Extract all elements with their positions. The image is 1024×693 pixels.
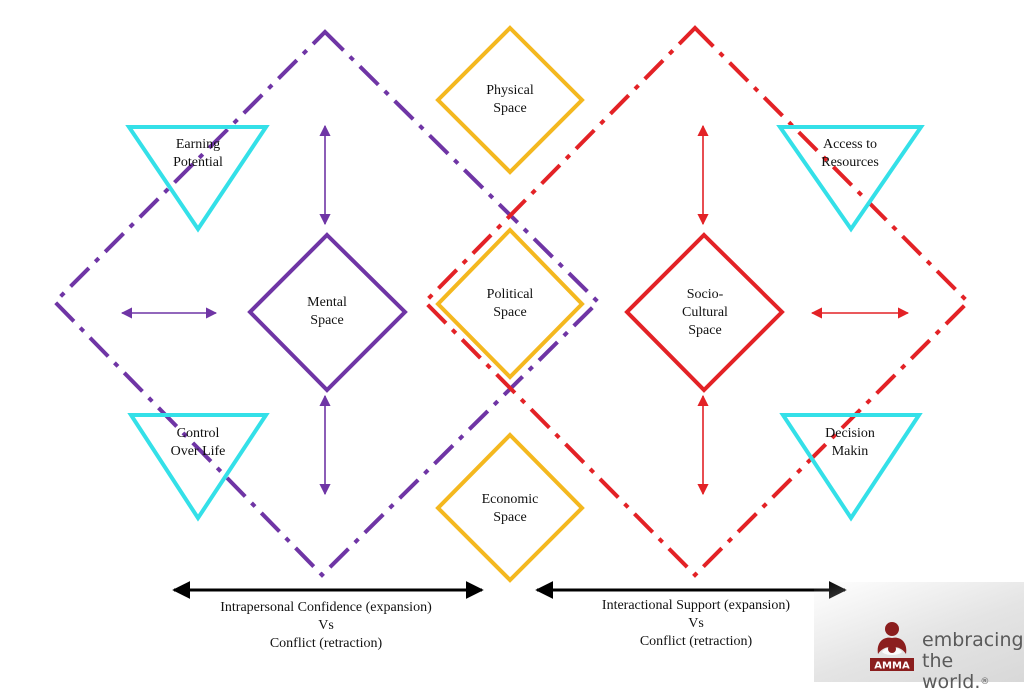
interactional-boundary-diamond bbox=[422, 25, 971, 578]
socio-cultural-space-diamond bbox=[624, 232, 785, 393]
brand-tagline: embracing the world.® bbox=[922, 630, 1024, 693]
physical-space-diamond bbox=[435, 25, 585, 175]
brand-line-1: embracing bbox=[922, 629, 1024, 651]
amma-logo-text: AMMA bbox=[874, 661, 910, 672]
earning-potential-label: Earning Potential bbox=[173, 137, 223, 170]
political-space-diamond bbox=[435, 227, 585, 380]
intrapersonal-boundary-diamond bbox=[52, 29, 601, 578]
earning-potential-triangle bbox=[125, 125, 270, 233]
intrapersonal-caption: Intrapersonal Confidence (expansion) Vs … bbox=[220, 600, 432, 651]
mental-space-label: Mental Space bbox=[307, 295, 347, 328]
decision-makin-label: Decision Makin bbox=[825, 426, 875, 459]
trademark-mark: ® bbox=[980, 677, 990, 687]
access-to-resources-label: Access to Resources bbox=[821, 137, 879, 170]
access-to-resources-triangle bbox=[776, 125, 925, 233]
mental-space-diamond bbox=[247, 232, 408, 393]
physical-space-label: Physical Space bbox=[486, 83, 534, 116]
socio-cultural-space-label: Socio- Cultural Space bbox=[682, 287, 728, 338]
interactional-caption: Interactional Support (expansion) Vs Con… bbox=[601, 598, 791, 649]
control-over-life-label: Control Over Life bbox=[170, 426, 226, 459]
brand-line-2: the world.® bbox=[922, 651, 1024, 693]
economic-space-label: Economic Space bbox=[481, 492, 539, 525]
political-space-label: Political Space bbox=[486, 287, 534, 320]
economic-space-diamond bbox=[435, 432, 585, 583]
brand-line-2-text: the world. bbox=[922, 650, 981, 693]
decision-makin-triangle bbox=[779, 413, 923, 522]
control-over-life-triangle bbox=[127, 413, 270, 522]
brand-corner-background bbox=[814, 582, 1024, 682]
amma-logo: AMMA bbox=[870, 622, 914, 672]
